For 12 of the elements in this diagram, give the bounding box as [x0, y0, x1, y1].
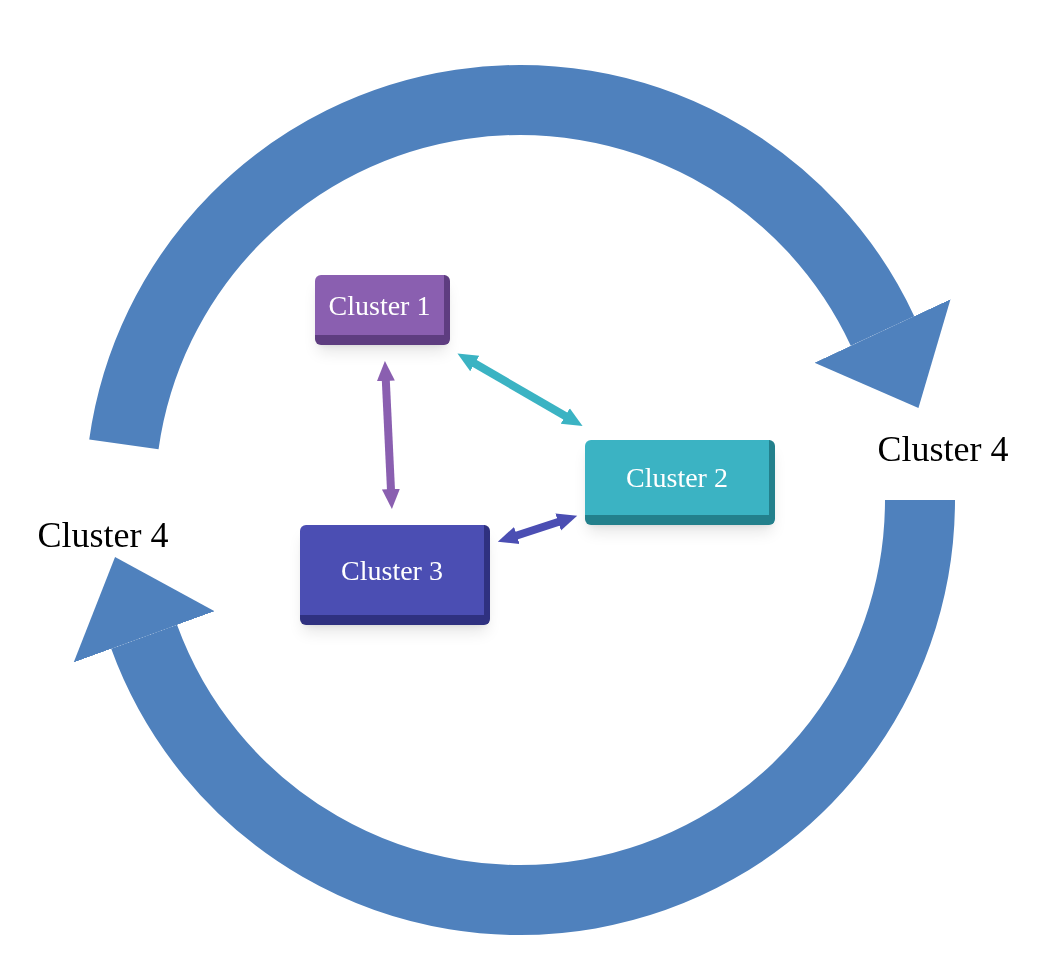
curved-arrow: [75, 497, 955, 935]
cluster-label: Cluster 4: [8, 512, 198, 558]
double-arrow: [497, 513, 578, 544]
cluster-label: Cluster 3: [341, 553, 443, 588]
cluster-block: [315, 275, 450, 345]
cluster-label: Cluster 4: [848, 426, 1038, 472]
double-arrow: [376, 361, 400, 509]
cluster-block: [300, 525, 490, 625]
cluster-label: Cluster 2: [626, 461, 728, 495]
cluster-block: [585, 440, 775, 525]
cluster-label: Cluster 1: [328, 288, 431, 323]
double-arrow: [457, 353, 583, 426]
